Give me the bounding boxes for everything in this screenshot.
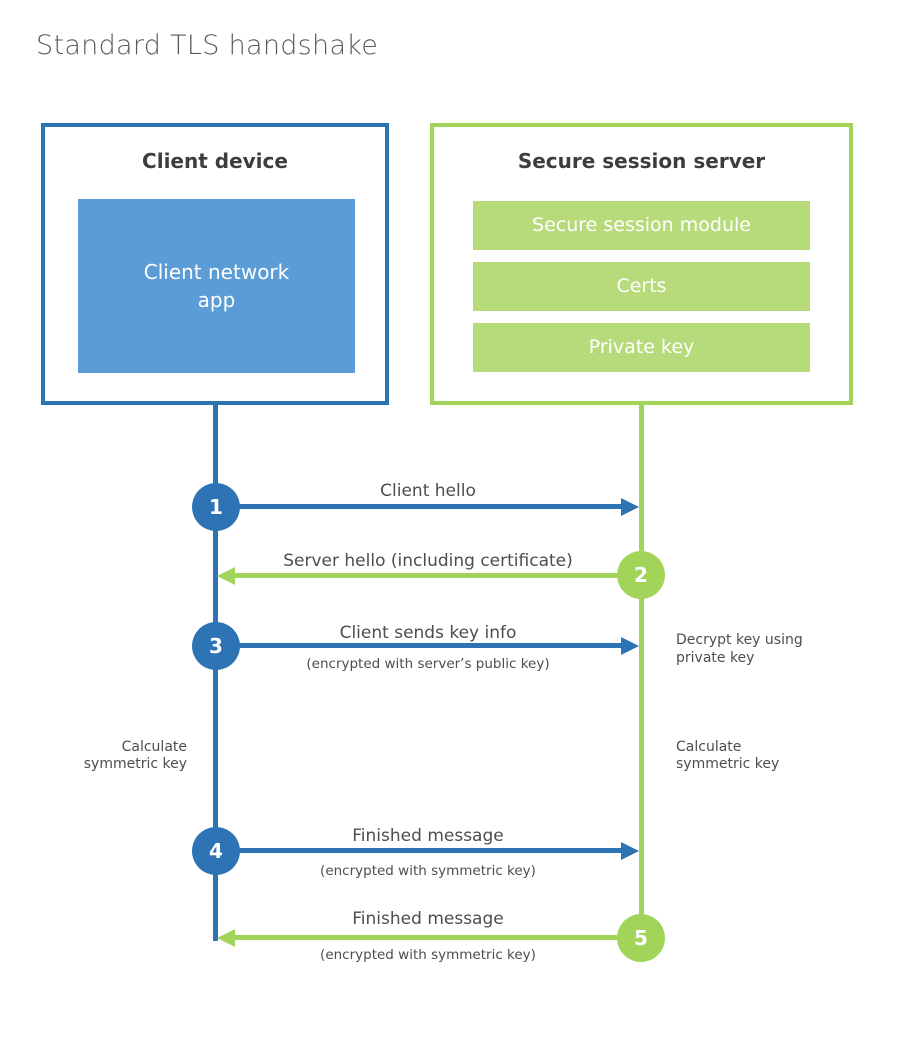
step-2-arrow-left-icon xyxy=(235,573,619,578)
client-network-app-module: Client network app xyxy=(78,199,355,373)
step-5-sublabel: (encrypted with symmetric key) xyxy=(320,947,536,963)
step-3-arrow-right-icon xyxy=(238,643,621,648)
server-module-certs: Certs xyxy=(473,262,810,311)
page-title: Standard TLS handshake xyxy=(36,30,379,61)
step-5-label: Finished message xyxy=(352,909,504,929)
server-module-secure-session: Secure session module xyxy=(473,201,810,250)
client-device-box: Client device Client network app xyxy=(41,123,389,405)
step-4-sublabel: (encrypted with symmetric key) xyxy=(320,863,536,879)
step-3-label: Client sends key info xyxy=(339,623,517,643)
step-1-arrow-right-icon xyxy=(238,504,621,509)
client-box-title: Client device xyxy=(142,149,288,173)
server-module-private-key: Private key xyxy=(473,323,810,372)
step-5-badge: 5 xyxy=(617,914,665,962)
step-4-arrow-right-icon xyxy=(238,848,621,853)
server-lifeline xyxy=(639,405,644,938)
step-1-badge: 1 xyxy=(192,483,240,531)
step-2-label: Server hello (including certificate) xyxy=(283,551,573,571)
step-5-arrow-left-icon xyxy=(235,935,619,940)
secure-session-server-box: Secure session server Secure session mod… xyxy=(430,123,853,405)
step-2-badge: 2 xyxy=(617,551,665,599)
step-3-badge: 3 xyxy=(192,622,240,670)
server-calc-symmetric-key-note: Calculate symmetric key xyxy=(676,739,780,772)
step-1-label: Client hello xyxy=(380,481,476,501)
decrypt-key-note: Decrypt key using private key xyxy=(676,632,803,666)
step-4-badge: 4 xyxy=(192,827,240,875)
server-box-title: Secure session server xyxy=(517,149,766,173)
client-lifeline xyxy=(213,405,218,941)
step-4-label: Finished message xyxy=(352,826,504,846)
client-calc-symmetric-key-note: Calculate symmetric key xyxy=(83,739,187,772)
step-3-sublabel: (encrypted with server’s public key) xyxy=(306,656,550,672)
